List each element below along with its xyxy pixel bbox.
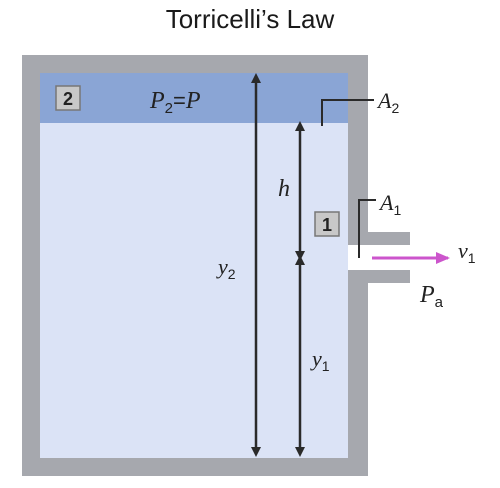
a2-label: A2 <box>376 88 399 116</box>
a1-label: A1 <box>378 190 401 218</box>
y2-label: y2 <box>216 254 236 282</box>
point-2-box <box>55 85 81 111</box>
water <box>40 73 348 458</box>
point-2-label: 2 <box>63 89 73 109</box>
diagram-title: Torricelli’s Law <box>165 4 335 34</box>
point-1-box <box>314 211 340 237</box>
point-1-label: 1 <box>322 215 332 235</box>
water-surface <box>40 73 348 123</box>
atmospheric-pressure-label: Pa <box>419 282 444 311</box>
a1-leader <box>358 199 376 258</box>
pressure-top-label: P2=P <box>149 88 201 117</box>
h-label: h <box>278 176 290 202</box>
velocity-label: v1 <box>458 238 476 266</box>
y1-label: y1 <box>310 346 330 374</box>
a2-leader <box>321 99 374 126</box>
outlet-pipe-bottom-wall <box>348 270 410 283</box>
outlet-pipe-top-wall <box>348 232 410 245</box>
